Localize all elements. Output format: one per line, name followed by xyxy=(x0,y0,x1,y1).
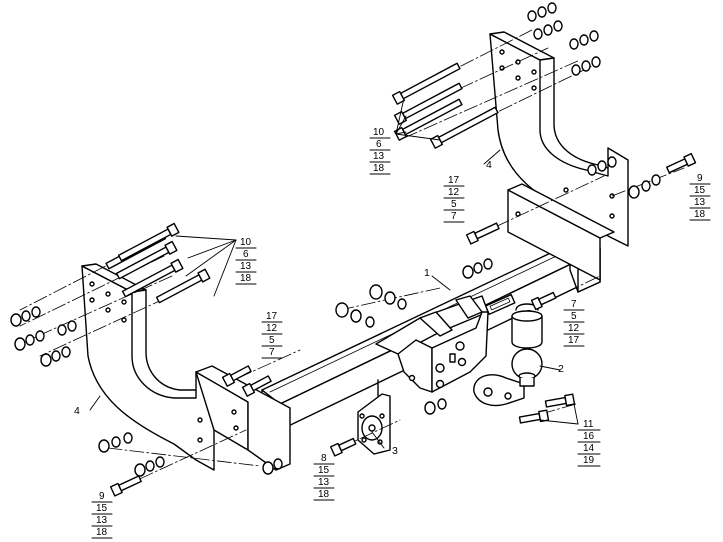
top-right-nuts-washers xyxy=(527,2,661,199)
center-mount-bracket xyxy=(375,295,489,393)
callout-socket-plate: 3 xyxy=(392,445,398,457)
stack-ball-1: 7 xyxy=(571,299,577,310)
left-long-bolts xyxy=(105,222,211,304)
stack-right-small-3: 5 xyxy=(451,199,457,210)
stack-left-3: 13 xyxy=(240,261,252,272)
center-small-bolts xyxy=(221,365,272,397)
right-side-bracket xyxy=(489,31,629,247)
stack-right-small-4: 7 xyxy=(451,211,457,222)
part-callouts: 1 2 3 4 4 xyxy=(74,159,564,457)
stack-top-right-4: 18 xyxy=(373,163,385,174)
stack-right-small-2: 12 xyxy=(448,187,460,198)
stack-socket-4: 18 xyxy=(318,489,330,500)
center-nuts-washers xyxy=(335,258,493,415)
stack-ball-mount-3: 14 xyxy=(583,443,595,454)
callout-frame: 1 xyxy=(424,267,430,279)
leader-lines xyxy=(89,97,579,449)
part-number-stacks: 10 6 13 18 10 6 13 18 17 12 5 7 9 15 13 … xyxy=(96,127,706,538)
callout-ball: 2 xyxy=(558,363,564,375)
stack-ball-3: 12 xyxy=(568,323,580,334)
stack-right-end-1: 9 xyxy=(697,173,703,184)
left-lower-plate xyxy=(195,365,291,471)
stack-socket-2: 15 xyxy=(318,465,330,476)
socket-plate xyxy=(357,379,391,455)
ball-bolt xyxy=(530,291,557,311)
stack-center-small-1: 17 xyxy=(266,311,278,322)
stack-left-4: 18 xyxy=(240,273,252,284)
stack-socket-1: 8 xyxy=(321,453,327,464)
stack-ball-mount-1: 11 xyxy=(583,419,594,430)
stack-bottom-left-2: 15 xyxy=(96,503,108,514)
stack-bottom-left-1: 9 xyxy=(99,491,105,502)
ball-mount-bolts xyxy=(518,393,576,424)
stack-left-2: 6 xyxy=(243,249,249,260)
tow-ball-assembly xyxy=(473,303,543,407)
stack-top-right-2: 6 xyxy=(376,139,382,150)
stack-right-end-3: 13 xyxy=(694,197,706,208)
bottom-left-bolt xyxy=(109,475,142,497)
stack-right-end-4: 18 xyxy=(694,209,706,220)
stack-ball-mount-2: 16 xyxy=(583,431,595,442)
label-stack-frames xyxy=(91,137,711,539)
right-lower-plate xyxy=(507,183,615,281)
stack-socket-3: 13 xyxy=(318,477,330,488)
stack-ball-4: 17 xyxy=(568,335,580,346)
socket-bolt xyxy=(329,437,357,457)
stack-right-end-2: 15 xyxy=(694,185,706,196)
stack-top-right-1: 10 xyxy=(373,127,385,138)
stack-center-small-3: 5 xyxy=(269,335,275,346)
callout-right-bracket: 4 xyxy=(486,159,492,171)
stack-center-small-2: 12 xyxy=(266,323,278,334)
stack-right-small-1: 17 xyxy=(448,175,460,186)
stack-center-small-4: 7 xyxy=(269,347,275,358)
stack-ball-2: 5 xyxy=(571,311,577,322)
stack-left-1: 10 xyxy=(240,237,252,248)
stack-bottom-left-3: 13 xyxy=(96,515,108,526)
stack-top-right-3: 13 xyxy=(373,151,385,162)
left-nuts-washers xyxy=(10,306,283,477)
top-right-long-bolts xyxy=(391,62,499,149)
callout-left-bracket: 4 xyxy=(74,405,80,417)
stack-ball-mount-4: 19 xyxy=(583,455,595,466)
right-end-bolt xyxy=(666,152,697,174)
right-small-bolt xyxy=(465,222,500,245)
stack-bottom-left-4: 18 xyxy=(96,527,108,538)
left-side-bracket xyxy=(81,263,215,471)
